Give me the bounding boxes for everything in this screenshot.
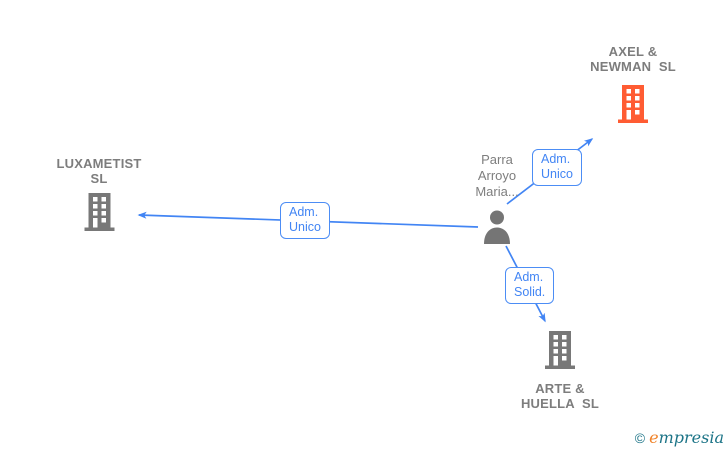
person-icon [483,210,511,249]
company-node-arte-huella[interactable]: ARTE & HUELLA SL [490,331,630,411]
edge-label-adm-solid-arte: Adm. Solid. [505,267,555,304]
brand-name: empresia [649,428,724,447]
brand-rest: mpresia [658,428,724,447]
person-name: Parra Arroyo Maria... [475,152,519,199]
company-node-axel-newman[interactable]: AXEL & NEWMAN SL [563,44,703,128]
building-icon [618,85,648,128]
copyright-symbol: © [634,430,646,446]
building-icon [84,193,115,236]
brand-initial: e [649,428,659,447]
edge-label-adm-unico-luxametist: Adm. Unico [280,202,330,239]
empresia-logo: © empresia [635,428,724,447]
edge-label-adm-unico-axel: Adm. Unico [532,149,582,186]
company-name: LUXAMETIST SL [56,156,142,186]
company-name: ARTE & HUELLA SL [520,381,600,411]
company-name: AXEL & NEWMAN SL [590,44,676,74]
building-icon [545,331,575,374]
person-node-parra-arroyo[interactable]: Parra Arroyo Maria... [427,152,567,249]
company-node-luxametist[interactable]: LUXAMETIST SL [29,156,169,236]
